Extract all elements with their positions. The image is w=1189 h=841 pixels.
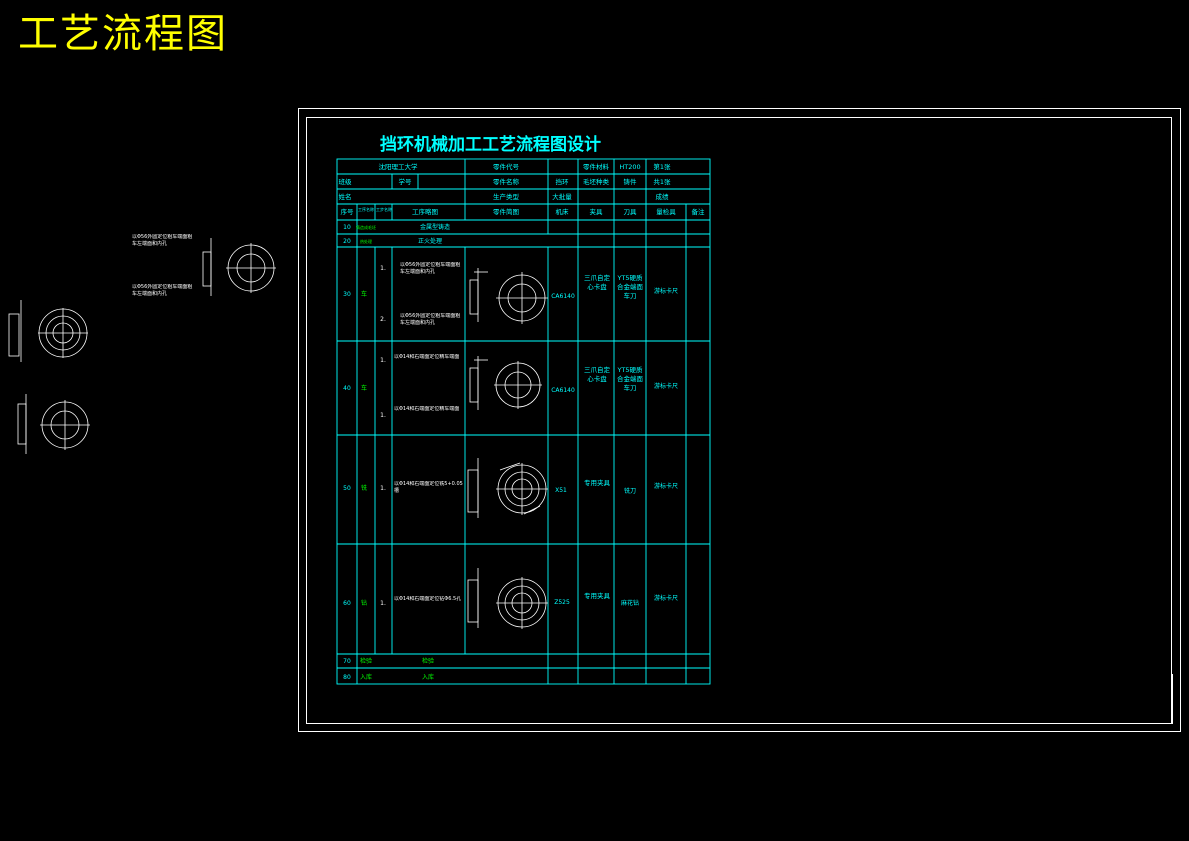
- row-40-text2: 以Φ14和右端面定位精车端面: [394, 406, 460, 412]
- side-note-2: 以Φ56外圆定位粗车端面粗车左端面和内孔: [132, 284, 193, 297]
- blank-type-label: 毛坯种类: [583, 177, 610, 186]
- row-30-tool: YT5硬质合金端面车刀: [617, 274, 643, 300]
- page-title: 工艺流程图: [18, 11, 228, 57]
- row-60-machine: Z525: [554, 599, 570, 606]
- row-60-step1: 1.: [380, 600, 386, 607]
- col-step-name: 工步名称: [376, 206, 392, 212]
- row-10-desc: 金属型铸造: [420, 223, 450, 231]
- row-40-no: 40: [343, 385, 351, 392]
- row-50-gauge: 游标卡尺: [654, 482, 678, 490]
- row-50-step1: 1.: [380, 485, 386, 492]
- material-label: 零件材料: [583, 162, 610, 171]
- row-60-tool: 麻花钻: [621, 599, 639, 607]
- row-40-tool: YT5硬质合金端面车刀: [617, 366, 643, 392]
- row-70-desc: 检验: [422, 657, 434, 665]
- page-number: 第1张: [653, 162, 671, 171]
- row-30-no: 30: [343, 291, 351, 298]
- row-20-name: 热处理: [360, 238, 372, 244]
- material-value: HT200: [619, 163, 640, 171]
- col-gauge: 量检具: [656, 207, 676, 216]
- side-sketch-bottom: [17, 394, 90, 454]
- row-10-no: 10: [343, 224, 351, 231]
- name-label: 姓名: [339, 192, 352, 201]
- side-sketch-top: 以Φ56外圆定位粗车端面粗车左端面和内孔 以Φ56外圆定位粗车端面粗车左端面和内…: [132, 234, 276, 297]
- row-40-fixture: 三爪自定心卡盘: [584, 366, 610, 383]
- row-50-machine: X51: [555, 487, 567, 494]
- row-40-name: 车: [361, 384, 367, 392]
- drawing-frame-outer: [298, 108, 1181, 732]
- total-pages: 共1张: [653, 177, 671, 186]
- row-40-step2: 1.: [380, 412, 386, 419]
- row-30-text1: 以Φ56外圆定位粗车端面粗车左端面和内孔: [400, 262, 461, 275]
- col-tool: 刀具: [624, 208, 638, 216]
- row-10-name: 铸造成毛坯: [356, 224, 376, 230]
- row-20-no: 20: [343, 238, 351, 245]
- row-40-step1: 1.: [380, 357, 386, 364]
- row-30-text2: 以Φ56外圆定位粗车端面粗车左端面和内孔: [400, 313, 461, 326]
- production-value: 大批量: [552, 192, 572, 201]
- row-60-no: 60: [343, 600, 351, 607]
- row-40-gauge: 游标卡尺: [654, 382, 678, 390]
- row-20-desc: 正火处理: [418, 237, 442, 245]
- col-remark: 备注: [692, 207, 706, 216]
- row-40-text1: 以Φ14和右端面定位精车端面: [394, 354, 460, 360]
- part-name-value: 挡环: [556, 177, 570, 186]
- row-70-name: 检验: [360, 657, 372, 665]
- col-fixture: 夹具: [590, 207, 604, 216]
- row-80-desc: 入库: [422, 673, 434, 681]
- row-30-step2: 2.: [380, 316, 386, 323]
- row-60-text1: 以Φ14和右端面定位钻Φ6.5孔: [394, 596, 462, 602]
- part-sketch-40: [469, 356, 542, 410]
- blank-type-value: 铸件: [624, 177, 638, 186]
- col-sketch: 工序略图: [412, 207, 438, 216]
- row-60-fixture: 专用夹具: [584, 592, 610, 600]
- frame-tick: [1172, 674, 1173, 724]
- col-machine: 机床: [556, 207, 570, 216]
- row-70-no: 70: [343, 658, 351, 665]
- row-50-tool: 铣刀: [624, 487, 636, 495]
- drawing-frame-inner: [306, 117, 1172, 724]
- row-30-gauge: 游标卡尺: [654, 287, 678, 295]
- row-60-name: 钻: [361, 599, 367, 607]
- row-30-name: 车: [361, 290, 367, 298]
- col-part-drawing: 零件简图: [493, 207, 519, 216]
- side-note-1: 以Φ56外圆定位粗车端面粗车左端面和内孔: [132, 234, 193, 247]
- row-50-name: 铣: [361, 484, 367, 492]
- col-process-name: 工序名称: [358, 206, 374, 212]
- production-label: 生产类型: [493, 192, 520, 201]
- school-name: 沈阳理工大学: [379, 162, 419, 171]
- part-name-label: 零件名称: [493, 177, 520, 186]
- row-30-fixture: 三爪自定心卡盘: [584, 274, 610, 291]
- student-id-label: 学号: [399, 177, 413, 186]
- part-sketch-30: [469, 268, 548, 324]
- part-code-label: 零件代号: [493, 162, 520, 171]
- row-80-name: 入库: [360, 673, 372, 681]
- row-50-no: 50: [343, 485, 351, 492]
- row-30-step1: 1.: [380, 265, 386, 272]
- row-80-no: 80: [343, 674, 351, 681]
- row-50-fixture: 专用夹具: [584, 479, 610, 487]
- process-table: [336, 158, 711, 685]
- class-label: 班级: [339, 177, 353, 186]
- row-40-machine: CA6140: [551, 387, 575, 394]
- row-60-gauge: 游标卡尺: [654, 594, 678, 602]
- drawing-title: 挡环机械加工工艺流程图设计: [380, 135, 601, 155]
- part-sketch-50: [467, 458, 548, 518]
- part-sketch-60: [467, 568, 548, 629]
- col-no: 序号: [341, 207, 355, 216]
- row-30-machine: CA6140: [551, 293, 575, 300]
- row-50-text1: 以Φ14和右端面定位铣5+0.05槽: [394, 481, 463, 494]
- side-sketch-middle: [8, 300, 88, 362]
- result-label: 成绩: [656, 192, 670, 201]
